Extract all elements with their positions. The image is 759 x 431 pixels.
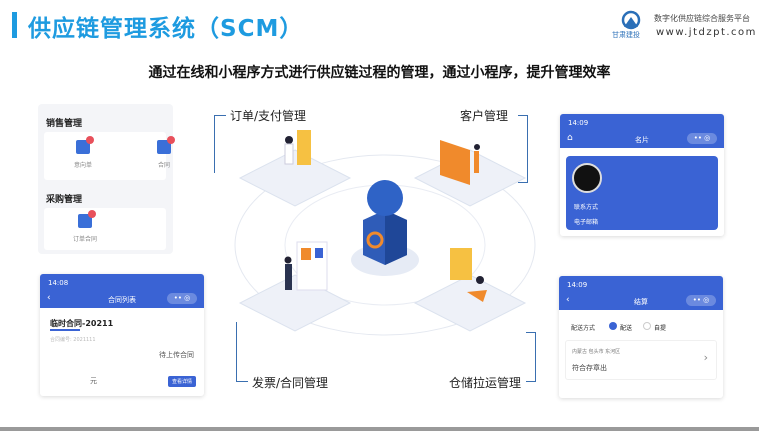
back-icon[interactable]: ‹ bbox=[566, 295, 570, 305]
radio-delivery[interactable] bbox=[609, 322, 617, 330]
orbit-ring bbox=[234, 154, 536, 336]
supply-chain-illustration bbox=[234, 130, 536, 336]
sales-section-title: 销售管理 bbox=[46, 119, 83, 129]
option-pickup: 自提 bbox=[654, 325, 667, 332]
module-order-payment[interactable]: 订单/支付管理 bbox=[230, 109, 307, 123]
platform-invoice bbox=[238, 241, 352, 332]
business-card-screen: 14:09 ⌂ 名片 •• ◎ 联系方式 电子邮箱 bbox=[560, 114, 724, 236]
status-time: 14:08 bbox=[48, 279, 69, 287]
order-contract-label: 订单合同 bbox=[72, 236, 97, 243]
address-region: 内蒙古 包头市 东河区 bbox=[572, 349, 621, 355]
phone-header: 14:09 ‹ 结算 •• ◎ bbox=[559, 276, 723, 310]
chevron-right-icon: › bbox=[703, 351, 708, 364]
settlement-screen: 14:09 ‹ 结算 •• ◎ 配送方式 配送 自提 内蒙古 包头市 东河区 符… bbox=[559, 276, 723, 398]
screen-title: 名片 bbox=[635, 136, 649, 144]
platform-slogan: 数字化供应链综合服务平台 bbox=[654, 14, 750, 23]
platform-url[interactable]: www.jtdzpt.com bbox=[656, 27, 757, 38]
capsule-menu-icon[interactable]: •• ◎ bbox=[686, 295, 716, 306]
connector-line bbox=[236, 322, 248, 382]
email-label: 电子邮箱 bbox=[574, 219, 599, 226]
status-time: 14:09 bbox=[568, 119, 589, 127]
radio-pickup[interactable] bbox=[643, 322, 651, 330]
platform-customer bbox=[413, 140, 527, 207]
option-delivery: 配送 bbox=[620, 325, 633, 332]
address-detail: 符合存章出 bbox=[572, 364, 607, 372]
title-accent-bar bbox=[12, 12, 17, 38]
purchase-card: 订单合同 bbox=[44, 208, 166, 250]
platform-order bbox=[238, 130, 352, 207]
module-customer[interactable]: 客户管理 bbox=[460, 109, 509, 123]
contract-list-screen: 14:08 ‹ 合同列表 •• ◎ 临时合同-20211 合同编号: 20211… bbox=[40, 274, 204, 396]
screen-title: 合同列表 bbox=[108, 296, 136, 304]
bottom-divider bbox=[0, 427, 759, 431]
screen-title: 结算 bbox=[634, 298, 648, 306]
purchase-section-title: 采购管理 bbox=[46, 195, 83, 205]
home-icon[interactable]: ⌂ bbox=[567, 133, 573, 143]
intent-order-label: 意向单 bbox=[73, 162, 92, 169]
connector-line bbox=[526, 332, 536, 382]
contract-icon[interactable] bbox=[157, 136, 175, 154]
contact-label: 联系方式 bbox=[574, 204, 599, 211]
contract-label: 合同 bbox=[157, 162, 170, 169]
page-title: 供应链管理系统（SCM） bbox=[28, 16, 304, 42]
back-icon[interactable]: ‹ bbox=[47, 293, 51, 303]
intent-order-icon[interactable] bbox=[76, 136, 94, 154]
avatar bbox=[572, 163, 602, 193]
phone-header: 14:09 ⌂ 名片 •• ◎ bbox=[560, 114, 724, 148]
company-logo-icon bbox=[621, 10, 641, 30]
platform-warehouse bbox=[413, 248, 527, 332]
view-details-button[interactable]: 查看详情 bbox=[167, 376, 196, 387]
contract-number: 合同编号: 2021111 bbox=[50, 337, 96, 343]
contract-title[interactable]: 临时合同-20211 bbox=[50, 319, 114, 328]
order-contract-icon[interactable] bbox=[78, 210, 96, 228]
address-card[interactable]: 内蒙古 包头市 东河区 符合存章出 › bbox=[565, 340, 717, 380]
capsule-menu-icon[interactable]: •• ◎ bbox=[687, 133, 717, 144]
menu-panel: 销售管理 意向单 合同 采购管理 订单合同 bbox=[38, 104, 175, 254]
status-time: 14:09 bbox=[567, 281, 588, 289]
title-underline bbox=[50, 329, 80, 331]
connector-line bbox=[518, 115, 528, 183]
module-invoice-contract[interactable]: 发票/合同管理 bbox=[252, 376, 329, 390]
delivery-method-label: 配送方式 bbox=[571, 325, 596, 332]
business-card[interactable]: 联系方式 电子邮箱 bbox=[566, 156, 718, 230]
contract-status: 待上传合同 bbox=[159, 351, 194, 359]
sales-card: 意向单 合同 bbox=[44, 132, 175, 180]
subtitle: 通过在线和小程序方式进行供应链过程的管理，通过小程序，提升管理效率 bbox=[148, 65, 611, 81]
module-warehouse-transport[interactable]: 仓储拉运管理 bbox=[449, 376, 522, 390]
phone-header: 14:08 ‹ 合同列表 •• ◎ bbox=[40, 274, 204, 308]
logo-text: 甘肃建投 bbox=[612, 31, 640, 39]
contract-amount: 元 bbox=[90, 377, 97, 385]
central-server bbox=[351, 180, 419, 276]
connector-line bbox=[214, 115, 226, 173]
capsule-menu-icon[interactable]: •• ◎ bbox=[167, 293, 197, 304]
